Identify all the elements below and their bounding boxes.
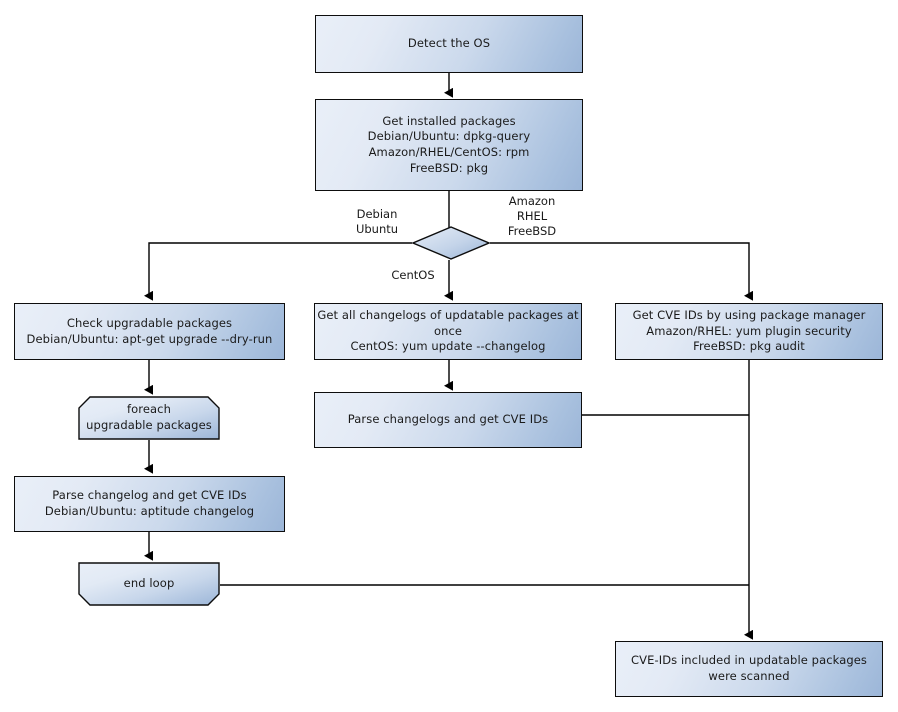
node-get-all-changelogs[interactable]: Get all changelogs of updatable packages…	[314, 303, 582, 360]
node-parse-changelog-debian-label: Parse changelog and get CVE IDs Debian/U…	[44, 488, 255, 518]
edge-label-centos: CentOS	[391, 268, 435, 282]
node-end-loop[interactable]: end loop	[78, 562, 220, 606]
node-get-cve-ids-package-manager[interactable]: Get CVE IDs by using package manager Ama…	[615, 303, 883, 360]
node-foreach-upgradable-packages-label: foreach upgradable packages	[86, 402, 212, 432]
node-get-installed-packages-label: Get installed packages Debian/Ubuntu: dp…	[367, 113, 531, 175]
node-get-cve-ids-package-manager-label: Get CVE IDs by using package manager Ama…	[632, 308, 866, 354]
node-detect-os-label: Detect the OS	[407, 36, 491, 51]
edge-decision-to-cve-pkgmgr	[490, 242, 753, 301]
node-check-upgradable-packages-label: Check upgradable packages Debian/Ubuntu:…	[26, 315, 273, 346]
node-parse-changelog-debian[interactable]: Parse changelog and get CVE IDs Debian/U…	[14, 476, 285, 532]
node-get-all-changelogs-label: Get all changelogs of updatable packages…	[317, 308, 579, 354]
edge-label-debian-ubuntu: Debian Ubuntu	[355, 207, 399, 236]
loop-end-shape-icon	[78, 562, 220, 606]
node-detect-os[interactable]: Detect the OS	[315, 15, 583, 73]
node-end-loop-label: end loop	[123, 576, 175, 591]
node-check-upgradable-packages[interactable]: Check upgradable packages Debian/Ubuntu:…	[14, 303, 285, 360]
node-foreach-upgradable-packages[interactable]: foreach upgradable packages	[78, 396, 220, 440]
node-parse-changelogs-centos[interactable]: Parse changelogs and get CVE IDs	[314, 392, 582, 448]
edge-label-amazon-rhel-freebsd: Amazon RHEL FreeBSD	[507, 194, 557, 238]
node-get-installed-packages[interactable]: Get installed packages Debian/Ubuntu: dp…	[315, 99, 583, 191]
decision-diamond-icon	[412, 226, 490, 260]
node-parse-changelogs-centos-label: Parse changelogs and get CVE IDs	[347, 412, 549, 427]
node-scanned-result[interactable]: CVE-IDs included in updatable packages w…	[615, 641, 883, 697]
edge-decision-to-check-upgradable	[144, 242, 412, 301]
node-os-decision[interactable]	[412, 226, 490, 260]
node-scanned-result-label: CVE-IDs included in updatable packages w…	[630, 653, 868, 683]
loop-start-shape-icon	[78, 396, 220, 440]
